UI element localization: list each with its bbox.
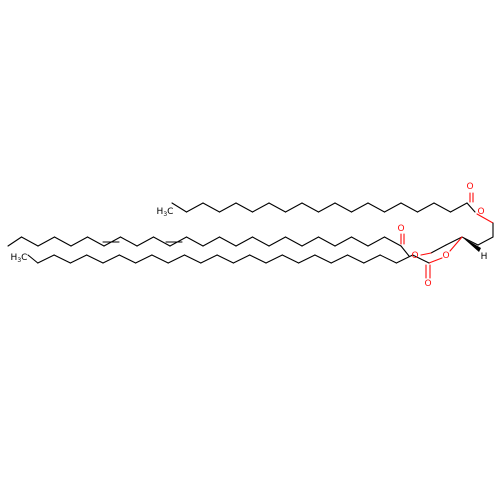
bond-chain-top xyxy=(301,202,320,213)
bond-chain-bot xyxy=(167,254,186,264)
bond-chain-bot xyxy=(135,254,153,264)
bond-chain-bot xyxy=(216,254,234,264)
bond-chain-mid xyxy=(317,236,336,247)
atom-o-carbonyl-top: O xyxy=(466,182,473,192)
bond-o-ester-top xyxy=(476,213,494,224)
bond-chain-bot xyxy=(232,254,251,264)
bond-chain-mid xyxy=(251,236,270,247)
methyl-top-label: H3C xyxy=(157,207,174,218)
bond-chain-mid xyxy=(37,236,56,247)
bond-chain-bot xyxy=(37,254,55,264)
bond-chain-bot xyxy=(27,254,39,264)
bond-chain-top xyxy=(235,202,254,213)
bond-chain-bot xyxy=(412,254,430,264)
bond-chain-bot xyxy=(314,254,332,264)
bond-chain-top xyxy=(251,202,270,213)
bond-o-ester-bot xyxy=(449,236,463,252)
bond-chain-top xyxy=(218,202,237,213)
bond-chain-top xyxy=(185,202,204,213)
bond-chain-mid xyxy=(119,236,138,247)
bond-chain-mid xyxy=(367,236,386,247)
bond-chain-mid xyxy=(350,236,369,247)
bond-chain-top xyxy=(202,202,221,213)
bond-chain-bot xyxy=(330,254,349,264)
bond-chain-top xyxy=(367,202,386,213)
bond-ester-mid xyxy=(400,245,410,257)
methyl-bot-label: H3C xyxy=(11,253,28,264)
bond-chain-mid xyxy=(7,236,23,247)
bond-chain-bot xyxy=(395,254,414,264)
bond-chain-bot xyxy=(298,254,316,264)
atom-o-ester-bot: O xyxy=(442,251,449,261)
bond-chain-mid xyxy=(185,236,204,247)
bond-chain-bot xyxy=(118,254,137,264)
bond-chain-bot xyxy=(265,254,283,264)
bond-chain-top xyxy=(383,202,402,213)
bond-chain-mid xyxy=(268,236,287,247)
bond-chain-mid xyxy=(235,236,254,247)
bond-ester-top xyxy=(466,202,476,213)
wedge-bond xyxy=(462,237,481,252)
bond-chain-mid xyxy=(284,236,303,247)
bond-chain-top xyxy=(400,202,419,213)
bond-chain-bot xyxy=(183,254,202,264)
bond-chain-bot xyxy=(53,254,71,264)
bond-chain-top xyxy=(317,202,336,213)
bond-chain-top xyxy=(171,202,188,213)
bond-chain-bot xyxy=(363,254,381,264)
bond-backbone xyxy=(477,236,494,246)
bond-o-ester-mid xyxy=(420,252,432,256)
bond-chain-mid xyxy=(334,236,353,247)
bond-lines xyxy=(7,192,494,279)
atom-hydrogen: H xyxy=(481,252,488,262)
bond-backbone xyxy=(430,244,447,254)
bond-chain-bot xyxy=(151,254,169,264)
bond-chain-mid xyxy=(20,236,39,247)
bond-chain-bot xyxy=(200,254,218,264)
bond-chain-mid xyxy=(202,236,221,247)
bond-chain-bot xyxy=(346,254,365,264)
bond-chain-bot xyxy=(69,254,88,264)
bond-chain-mid xyxy=(301,236,320,247)
bond-chain-top xyxy=(334,202,353,213)
bond-chain-top xyxy=(449,202,468,213)
bond-chain-bot xyxy=(86,254,104,264)
bond-chain-mid xyxy=(70,236,89,247)
bond-chain-top xyxy=(433,202,452,213)
atom-o-carbonyl-mid: O xyxy=(397,224,404,234)
bond-chain-top xyxy=(350,202,369,213)
bond-chain-mid xyxy=(218,236,237,247)
atom-o-ester-top: O xyxy=(477,207,484,217)
bond-chain-mid xyxy=(152,236,171,247)
bond-chain-bot xyxy=(102,254,120,264)
bond-backbone xyxy=(461,236,479,246)
bond-chain-bot xyxy=(379,254,397,264)
atom-o-ester-mid: O xyxy=(411,251,418,261)
bond-backbone xyxy=(445,236,463,246)
bond-chain-mid xyxy=(383,236,402,247)
bond-chain-top xyxy=(284,202,303,213)
bond-chain-bot xyxy=(249,254,267,264)
bond-ester-bot-c xyxy=(428,257,443,264)
bond-chain-top xyxy=(268,202,287,213)
bond-chain-bot xyxy=(281,254,300,264)
atom-o-carbonyl-bot: O xyxy=(424,279,431,289)
bond-chain-mid xyxy=(86,236,105,247)
bond-chain-mid xyxy=(136,236,155,247)
bond-chain-top xyxy=(416,202,435,213)
bond-chain-mid xyxy=(53,236,72,247)
